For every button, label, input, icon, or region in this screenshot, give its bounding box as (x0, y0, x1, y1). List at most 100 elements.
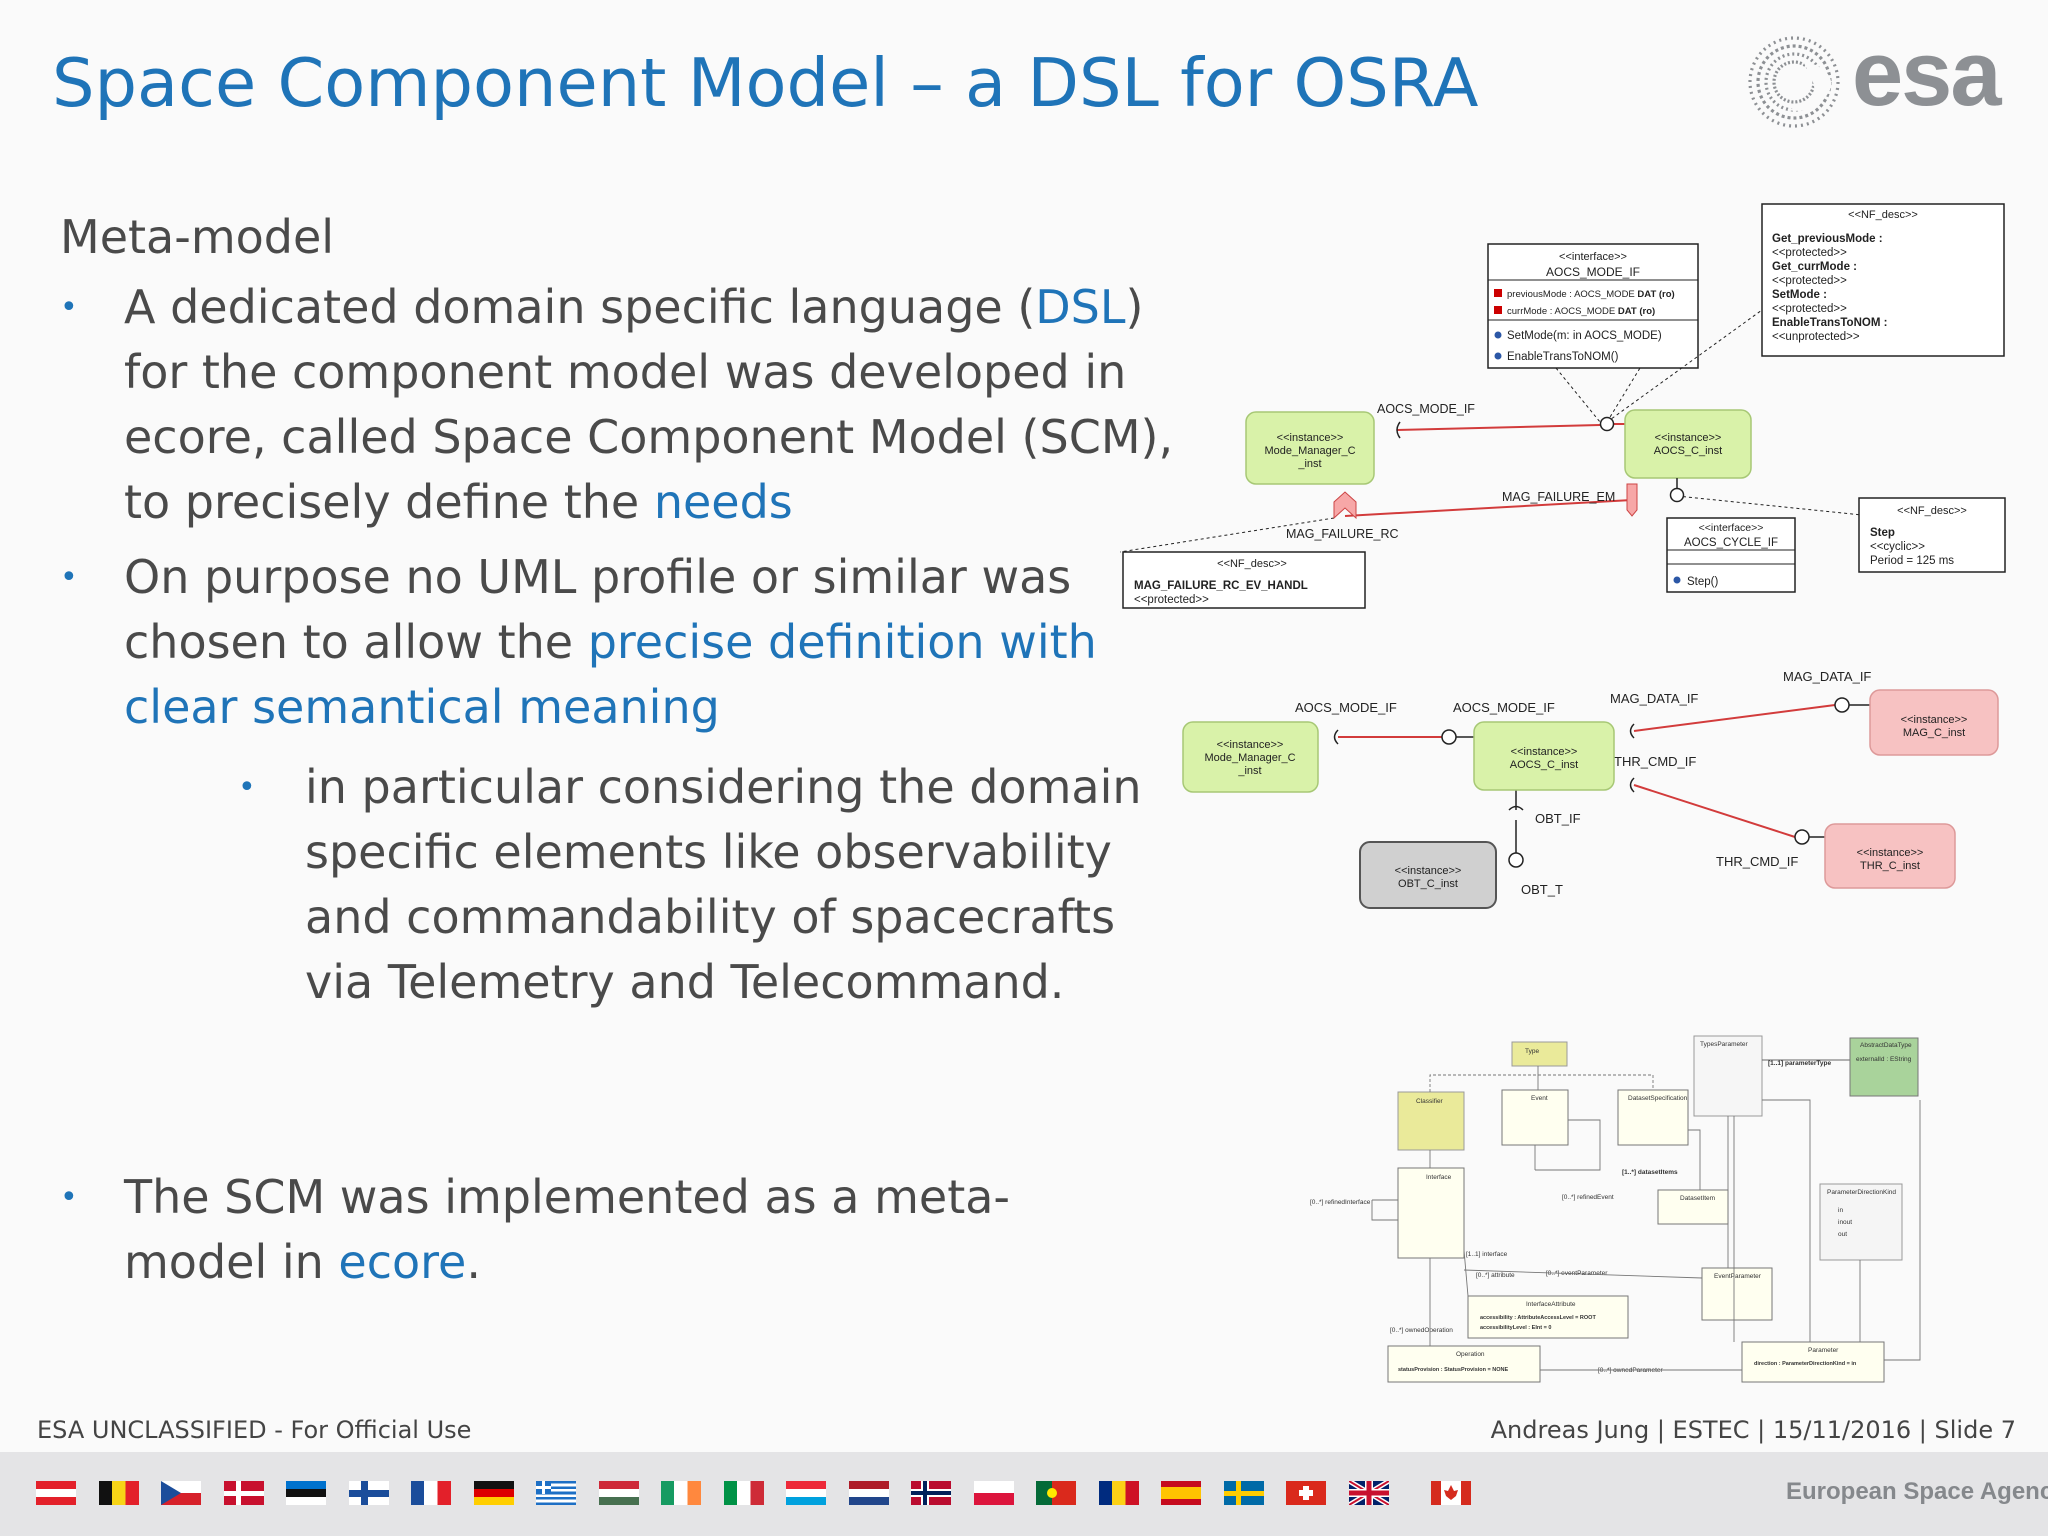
nf-line: <<protected>> (1772, 247, 1847, 259)
bullet-dsl: • A dedicated domain specific language (… (60, 275, 1194, 535)
slide-body: Meta-model • A dedicated domain specific… (60, 205, 1173, 1305)
class-classifier: Classifier (1416, 1098, 1444, 1105)
denmark-flag-icon (223, 1481, 264, 1505)
instance-name: Mode_Manager_C (1264, 445, 1355, 457)
enum-literal: inout (1838, 1219, 1852, 1226)
romania-flag-icon (1098, 1481, 1139, 1505)
nf-line: <<cyclic>> (1870, 541, 1925, 553)
nf-desc-box (1761, 203, 2005, 357)
esa-logo-text: esa (1852, 23, 2001, 125)
switzerland-flag-icon (1286, 1481, 1326, 1505)
highlight-precise: precise definition with clear semantical… (124, 615, 1097, 734)
bullet-marker: • (60, 560, 78, 595)
required-interface-socket (1629, 777, 1635, 793)
obt-instance (1359, 841, 1497, 909)
label-thr-cmd-if: THR_CMD_IF (1716, 854, 1798, 869)
member-state-flags (36, 1481, 1494, 1505)
nf-stereotype: <<NF_desc>> (1848, 209, 1918, 221)
label-aocs-mode-if: AOCS_MODE_IF (1453, 700, 1555, 715)
class-interface: Interface (1426, 1174, 1452, 1181)
canada-flag-icon (1431, 1481, 1471, 1505)
finland-flag-icon (348, 1481, 389, 1505)
nf-line: <<protected>> (1772, 275, 1847, 287)
label-obt-t: OBT_T (1521, 882, 1563, 897)
nf-line: <<unprotected>> (1772, 331, 1860, 343)
hungary-flag-icon (598, 1481, 639, 1505)
sub-bullet-domain: • in particular considering the domain s… (60, 755, 1185, 1015)
iface-name: AOCS_CYCLE_IF (1684, 537, 1778, 549)
enum-parameter-direction-kind: ParameterDirectionKind (1827, 1189, 1896, 1196)
attr-accessibility: accessibility : AttributeAccessLevel = R… (1480, 1315, 1596, 1321)
nf-line: Period = 125 ms (1870, 555, 1954, 567)
nf-line: EnableTransToNOM : (1772, 317, 1887, 329)
attribute-icon (1494, 306, 1502, 314)
bullet-marker: • (60, 1180, 78, 1215)
label-mag-data-if: MAG_DATA_IF (1610, 691, 1698, 706)
bullet-text: A dedicated domain specific language ( (124, 280, 1036, 334)
label-mag-failure-rc: MAG_FAILURE_RC (1286, 527, 1399, 541)
class-parameter: Parameter (1808, 1347, 1839, 1354)
instance-name: AOCS_C_inst (1510, 759, 1578, 771)
required-interface-socket (1396, 421, 1401, 439)
enum-literal: in (1838, 1207, 1843, 1214)
operation-icon (1494, 331, 1502, 339)
attr-status-provision: statusProvision : StatusProvision = NONE (1398, 1367, 1509, 1373)
bullet-uml: • On purpose no UML profile or similar w… (60, 545, 1174, 740)
nf-line: Get_currMode : (1772, 261, 1857, 273)
instance-stereotype: <<instance>> (1901, 714, 1968, 726)
iface-op: EnableTransToNOM() (1507, 351, 1619, 363)
nf-stereotype: <<NF_desc>> (1217, 558, 1287, 570)
luxembourg-flag-icon (786, 1481, 826, 1505)
italy-flag-icon (723, 1481, 764, 1505)
attribute-icon (1494, 289, 1502, 297)
label-thr-cmd-if: THR_CMD_IF (1614, 754, 1696, 769)
rel-refined-interface: [0..*] refinedInterface (1310, 1199, 1371, 1206)
esa-globe-icon (1748, 36, 1840, 128)
bullet-text: On purpose no UML profile or similar was… (124, 550, 1072, 669)
class-dataset-specification: DatasetSpecification (1628, 1095, 1688, 1102)
provided-interface-lollipop (1599, 416, 1615, 432)
nf-line: SetMode : (1772, 289, 1827, 301)
netherlands-flag-icon (848, 1481, 889, 1505)
ireland-flag-icon (661, 1481, 701, 1505)
provided-interface-lollipop (1508, 852, 1524, 868)
highlight-dsl: DSL (1035, 280, 1126, 334)
provided-interface-lollipop (1669, 487, 1685, 503)
rel-dataset-items: [1..*] datasetItems (1622, 1169, 1678, 1176)
poland-flag-icon (973, 1481, 1014, 1505)
france-flag-icon (411, 1481, 451, 1505)
label-aocs-mode-if: AOCS_MODE_IF (1377, 402, 1475, 416)
diagram-ecore-metamodel: Type TypesParameter [1..1] parameterType… (1310, 1035, 1921, 1383)
section-heading: Meta-model (60, 210, 335, 264)
rel-parameter-type: [1..1] parameterType (1768, 1060, 1831, 1067)
class-interface-attribute: InterfaceAttribute (1526, 1301, 1576, 1308)
author-info: Andreas Jung | ESTEC | 15/11/2016 | Slid… (1490, 1416, 2016, 1444)
instance-name: AOCS_C_inst (1654, 445, 1722, 457)
iface-name: AOCS_MODE_IF (1546, 265, 1640, 279)
class-event: Event (1531, 1095, 1548, 1102)
spain-flag-icon (1161, 1481, 1201, 1505)
operation-icon (1494, 352, 1502, 360)
operation-icon (1673, 576, 1681, 584)
sub-bullet-text: in particular considering the domain spe… (305, 760, 1142, 1009)
uk-flag-icon (1348, 1481, 1389, 1505)
nf-line: Get_previousMode : (1772, 233, 1883, 245)
provided-interface-lollipop (1441, 729, 1457, 745)
bullet-marker: • (238, 770, 256, 805)
instance-stereotype: <<instance>> (1277, 432, 1344, 444)
footer-bar (0, 1452, 2048, 1536)
bullet-ecore: • The SCM was implemented as a meta-mode… (60, 1165, 1144, 1295)
instance-stereotype: <<instance>> (1655, 432, 1722, 444)
attr-direction: direction : ParameterDirectionKind = in (1754, 1361, 1857, 1367)
event-port-rc (1333, 491, 1357, 520)
agency-name: European Space Agency (1786, 1478, 2048, 1505)
bullet-text: The SCM was implemented as a meta-model … (124, 1170, 1011, 1289)
nf-rc-box (1122, 551, 1366, 609)
class-dataset-item: DatasetItem (1680, 1195, 1715, 1202)
instance-stereotype: <<instance>> (1395, 865, 1462, 877)
rel-attribute: [0..*] attribute (1476, 1272, 1515, 1279)
rel-owned-parameter: [0..*] ownedParameter (1598, 1367, 1664, 1374)
aocs-instance (1624, 409, 1752, 479)
attr-accessibility-level: accessibilityLevel : EInt = 0 (1480, 1325, 1551, 1331)
nf-line: MAG_FAILURE_RC_EV_HANDL (1134, 580, 1308, 592)
